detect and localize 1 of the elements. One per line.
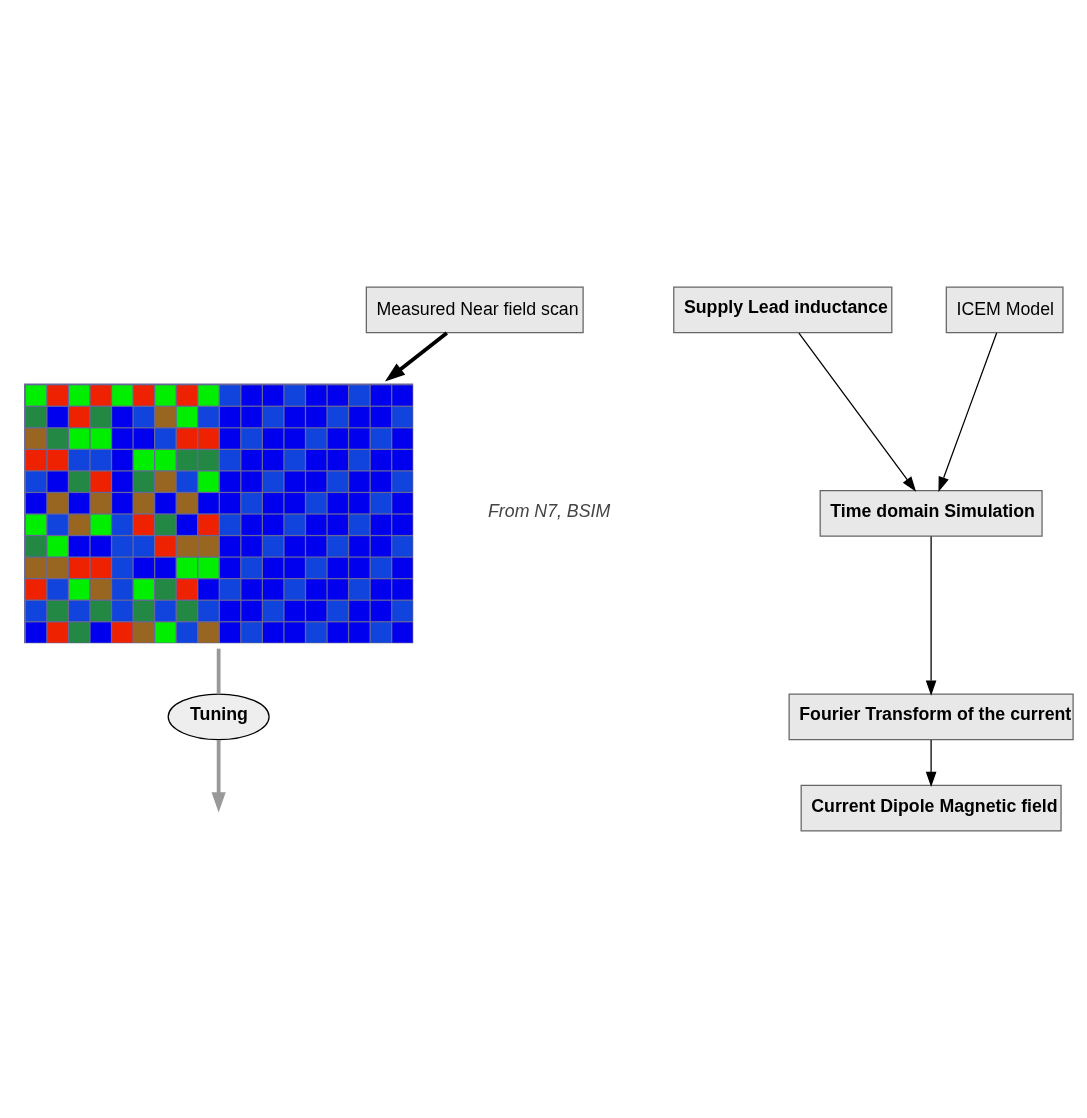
label: From N7, BSIM: [488, 500, 611, 521]
